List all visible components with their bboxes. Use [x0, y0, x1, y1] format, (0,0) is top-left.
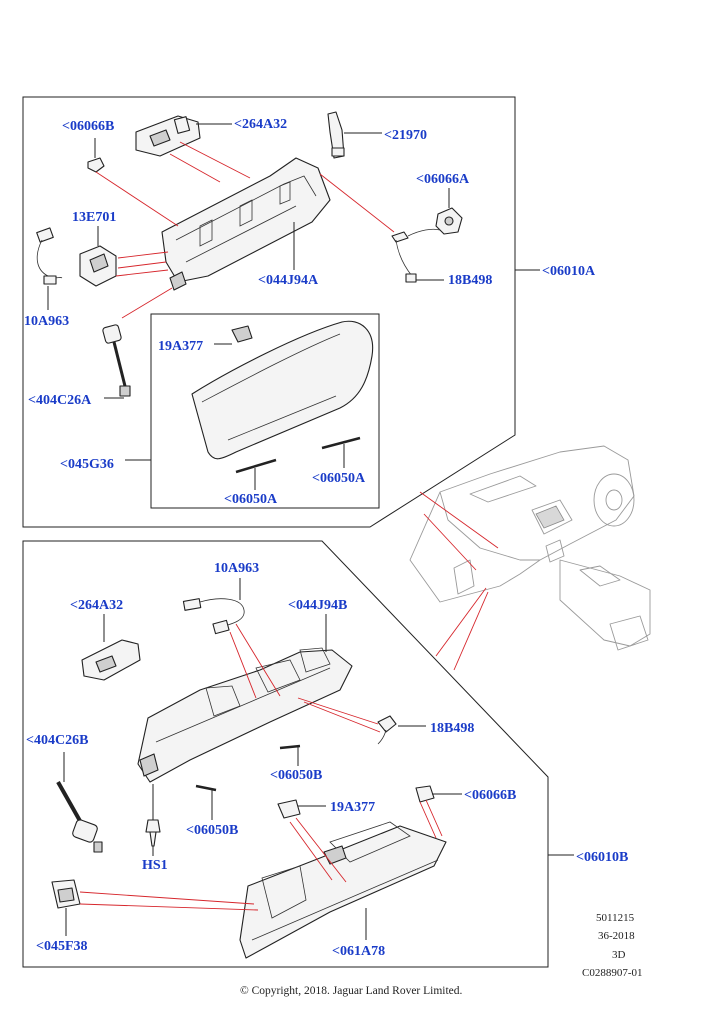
- callout-19a377-upper[interactable]: 19A377: [158, 339, 203, 354]
- switch-13e701: [79, 226, 117, 287]
- callout-06010b[interactable]: <06010B: [576, 850, 628, 865]
- latch-actuator-264a32-upper: [135, 115, 232, 157]
- callout-18b498-upper[interactable]: 18B498: [448, 273, 492, 288]
- reference-line-4: C0288907-01: [582, 967, 643, 979]
- callout-045g36[interactable]: <045G36: [60, 457, 114, 472]
- reference-line-2: 36-2018: [598, 930, 635, 942]
- cable-18b498-lower: [377, 715, 426, 745]
- callout-06050b-lower[interactable]: <06050B: [186, 823, 238, 838]
- bumper-19a377-lower: [277, 799, 326, 819]
- callout-264a32-lower[interactable]: <264A32: [70, 598, 123, 613]
- callout-06050a-right[interactable]: <06050A: [312, 471, 366, 486]
- pin-06050a-right: [321, 436, 361, 468]
- damper-404c26b: [56, 752, 103, 853]
- callout-10a963-lower[interactable]: 10A963: [214, 561, 259, 576]
- harness-10a963-lower: [182, 578, 245, 635]
- callout-06050a-left[interactable]: <06050A: [224, 492, 278, 507]
- glovebox-housing-044j94b: [137, 614, 353, 783]
- callout-06066b-lower[interactable]: <06066B: [464, 788, 516, 803]
- lower-assembly-frame: [22, 540, 549, 968]
- glovebox-housing-044j94a: [161, 157, 331, 291]
- hinge-06066a: [435, 188, 463, 235]
- red-leaders-lower: [79, 623, 443, 911]
- callout-264a32-upper[interactable]: <264A32: [234, 117, 287, 132]
- callout-06066a[interactable]: <06066A: [416, 172, 470, 187]
- glovebox-bin-061a78: [239, 821, 447, 959]
- callout-21970[interactable]: <21970: [384, 128, 427, 143]
- cable-18b498-upper: [391, 228, 444, 283]
- callout-044j94a[interactable]: <044J94A: [258, 273, 319, 288]
- pin-06050a-left: [235, 458, 277, 490]
- callout-19a377-lower[interactable]: 19A377: [330, 800, 375, 815]
- latch-actuator-264a32-lower: [81, 614, 141, 681]
- bracket-21970: [327, 111, 382, 159]
- callout-13e701[interactable]: 13E701: [72, 210, 116, 225]
- pin-06050b-lower: [195, 784, 217, 820]
- callout-061a78[interactable]: <061A78: [332, 944, 385, 959]
- clip-06066b-upper: [87, 138, 105, 173]
- pin-06050b-upper: [279, 744, 301, 766]
- copyright-notice: © Copyright, 2018. Jaguar Land Rover Lim…: [240, 985, 463, 997]
- upper-assembly-frame: [22, 96, 516, 528]
- vehicle-dashboard-illustration: [409, 445, 651, 671]
- callout-10a963-upper[interactable]: 10A963: [24, 314, 69, 329]
- callout-06010a[interactable]: <06010A: [542, 264, 596, 279]
- fastener-hs1: [145, 784, 161, 856]
- red-leaders-upper: [95, 141, 395, 319]
- callout-404c26a[interactable]: <404C26A: [28, 393, 92, 408]
- callout-hs1[interactable]: HS1: [142, 858, 168, 873]
- clip-06066b-lower: [415, 785, 462, 803]
- glovebox-lid-045g36: [191, 320, 374, 460]
- callout-06050b-upper[interactable]: <06050B: [270, 768, 322, 783]
- callout-06066b-upper[interactable]: <06066B: [62, 119, 114, 134]
- reference-line-3: 3D: [612, 949, 626, 961]
- callout-18b498-lower[interactable]: 18B498: [430, 721, 474, 736]
- harness-10a963-upper: [36, 227, 63, 310]
- callout-045f38[interactable]: <045F38: [36, 939, 88, 954]
- bracket-045f38: [51, 879, 81, 936]
- callout-044j94b[interactable]: <044J94B: [288, 598, 347, 613]
- reference-line-1: 5011215: [596, 912, 635, 924]
- callout-404c26b[interactable]: <404C26B: [26, 733, 88, 748]
- damper-404c26a: [102, 324, 131, 399]
- glovebox-lid-inset-frame: [150, 313, 380, 509]
